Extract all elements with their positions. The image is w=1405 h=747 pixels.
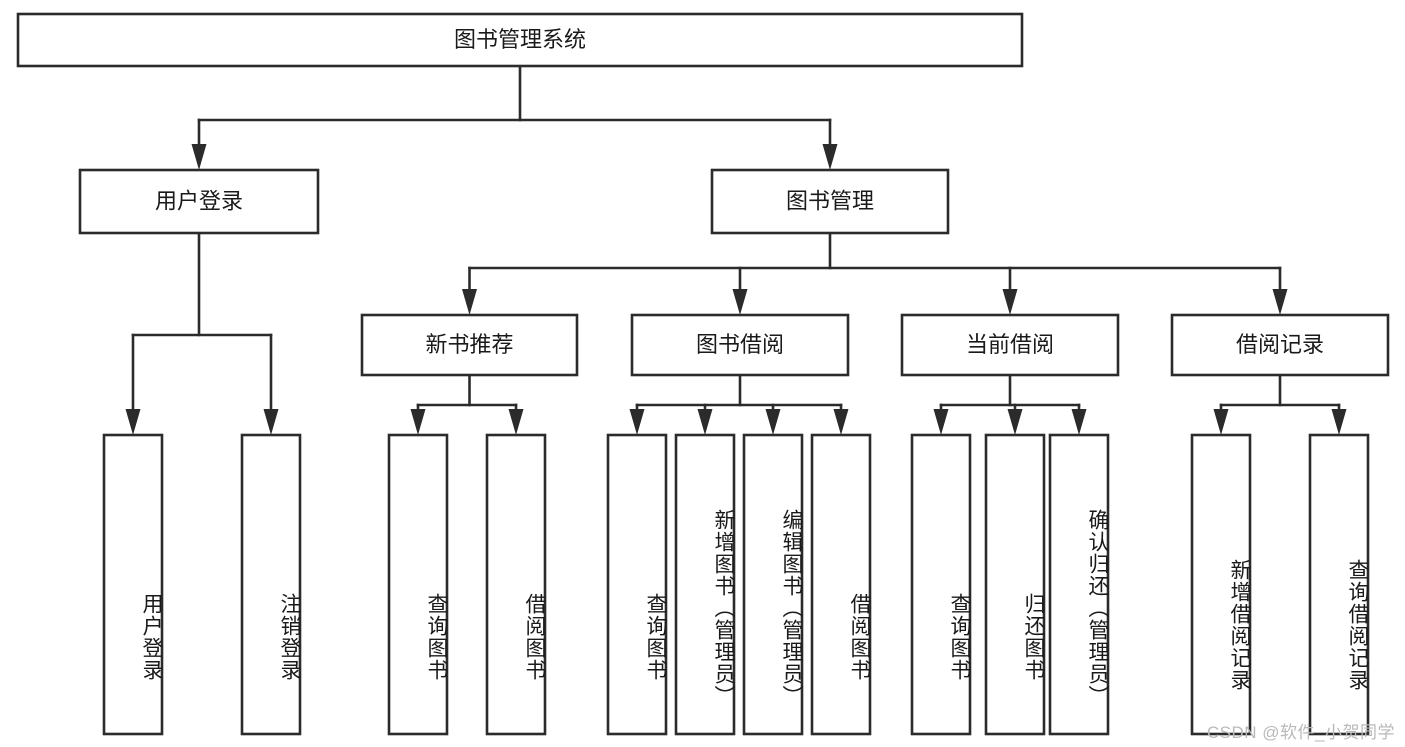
node-label: 用户登录 bbox=[155, 188, 243, 213]
node-leaf-user-login[interactable] bbox=[102, 433, 164, 736]
arrow-head-icon bbox=[765, 409, 781, 435]
node-box[interactable] bbox=[630, 313, 850, 377]
node-leaf-edit-book[interactable] bbox=[742, 433, 804, 736]
arrow-head-icon bbox=[410, 409, 426, 435]
node-current-borrow[interactable]: 当前借阅 bbox=[900, 313, 1120, 377]
node-leaf-add-record[interactable] bbox=[1190, 433, 1252, 736]
connector-edge-book-management-fanout bbox=[462, 231, 1288, 315]
arrow-head-icon bbox=[125, 409, 141, 435]
arrow-head-icon bbox=[263, 409, 279, 435]
node-leaf-query-book-2[interactable] bbox=[606, 433, 668, 736]
connector-edge-borrow-record-fanout bbox=[1213, 373, 1347, 435]
node-box[interactable] bbox=[900, 313, 1120, 377]
node-box[interactable] bbox=[360, 313, 579, 377]
node-leaf-add-book[interactable] bbox=[674, 433, 736, 736]
node-leaf-borrow-book-1[interactable] bbox=[485, 433, 547, 736]
node-box[interactable] bbox=[485, 433, 547, 736]
arrow-head-icon bbox=[1213, 409, 1229, 435]
arrow-head-icon bbox=[191, 144, 207, 170]
node-box[interactable] bbox=[16, 12, 1024, 68]
arrow-head-icon bbox=[462, 289, 477, 315]
node-borrow-record[interactable]: 借阅记录 bbox=[1170, 313, 1390, 377]
node-leaf-logout[interactable] bbox=[240, 433, 302, 736]
arrow-head-icon bbox=[1007, 409, 1023, 435]
node-box[interactable] bbox=[810, 433, 872, 736]
node-label: 当前借阅 bbox=[966, 332, 1054, 357]
node-box[interactable] bbox=[1048, 433, 1110, 736]
node-user-login[interactable]: 用户登录 bbox=[78, 168, 320, 235]
arrow-head-icon bbox=[933, 409, 949, 435]
node-label: 图书管理系统 bbox=[454, 27, 586, 52]
arrow-head-icon bbox=[697, 409, 713, 435]
node-leaf-return-book[interactable] bbox=[984, 433, 1046, 736]
connector-edge-root-fanout bbox=[191, 64, 838, 170]
connector-edge-book-borrow-fanout bbox=[629, 373, 849, 435]
node-new-book-recommend[interactable]: 新书推荐 bbox=[360, 313, 579, 377]
arrow-head-icon bbox=[1002, 289, 1018, 315]
connector-edge-current-borrow-fanout bbox=[933, 373, 1087, 435]
node-box[interactable] bbox=[984, 433, 1046, 736]
watermark-text: CSDN @软件_小贺同学 bbox=[1206, 723, 1395, 742]
arrow-head-icon bbox=[732, 289, 748, 315]
arrow-head-icon bbox=[1071, 409, 1087, 435]
node-box[interactable] bbox=[1170, 313, 1390, 377]
node-box[interactable] bbox=[710, 168, 950, 235]
arrow-head-icon bbox=[1272, 289, 1288, 315]
node-book-management[interactable]: 图书管理 bbox=[710, 168, 950, 235]
arrow-head-icon bbox=[508, 409, 524, 435]
arrow-head-icon bbox=[833, 409, 849, 435]
node-box[interactable] bbox=[674, 433, 736, 736]
arrow-head-icon bbox=[629, 409, 645, 435]
node-leaf-query-record[interactable] bbox=[1308, 433, 1370, 736]
node-box[interactable] bbox=[606, 433, 668, 736]
node-label: 图书管理 bbox=[786, 188, 874, 213]
node-leaf-query-book-3[interactable] bbox=[910, 433, 972, 736]
arrow-head-icon bbox=[1331, 409, 1347, 435]
node-box[interactable] bbox=[1308, 433, 1370, 736]
node-leaf-query-book-1[interactable] bbox=[387, 433, 449, 736]
arrow-head-icon bbox=[822, 144, 838, 170]
node-box[interactable] bbox=[78, 168, 320, 235]
connector-edge-user-login-fanout bbox=[125, 231, 279, 435]
node-label: 新书推荐 bbox=[425, 332, 513, 357]
connector-edge-new-book-fanout bbox=[410, 373, 524, 435]
node-label: 图书借阅 bbox=[696, 332, 784, 357]
node-leaf-borrow-book-2[interactable] bbox=[810, 433, 872, 736]
node-book-borrow[interactable]: 图书借阅 bbox=[630, 313, 850, 377]
node-root-图书管理系统[interactable]: 图书管理系统 bbox=[16, 12, 1024, 68]
node-box[interactable] bbox=[102, 433, 164, 736]
node-box[interactable] bbox=[1190, 433, 1252, 736]
node-box[interactable] bbox=[240, 433, 302, 736]
node-box[interactable] bbox=[742, 433, 804, 736]
node-leaf-confirm-return[interactable] bbox=[1048, 433, 1110, 736]
node-box[interactable] bbox=[387, 433, 449, 736]
node-box[interactable] bbox=[910, 433, 972, 736]
node-label: 借阅记录 bbox=[1236, 332, 1324, 357]
